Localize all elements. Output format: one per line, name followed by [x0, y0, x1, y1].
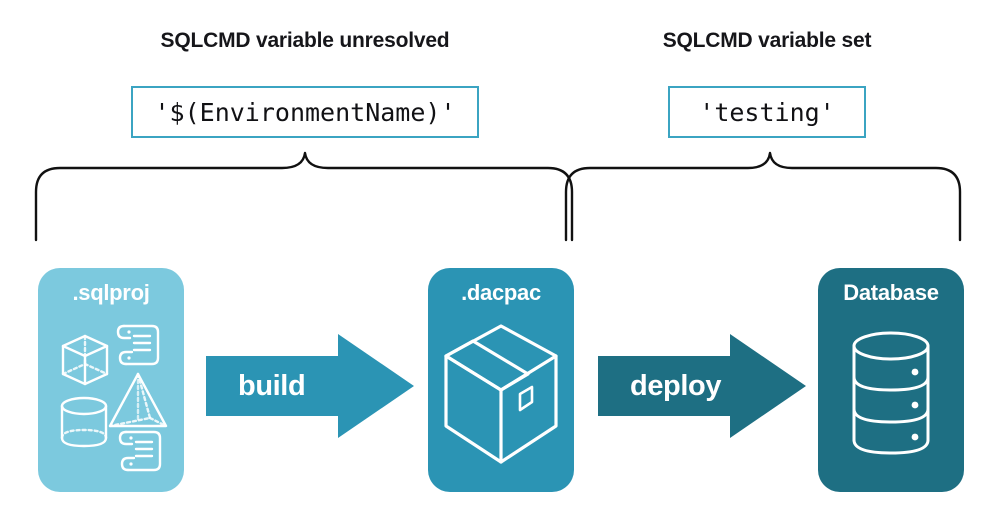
caption-sqlcmd-variable-unresolved: SQLCMD variable unresolved: [160, 29, 450, 52]
arrow-deploy: deploy: [592, 332, 812, 440]
sqlproj-artwork: [60, 324, 168, 472]
caption-sqlcmd-variable-set: SQLCMD variable set: [662, 29, 872, 52]
arrow-build-shape: [206, 334, 414, 438]
brace-left: [34, 151, 574, 242]
scroll-icon: [118, 430, 162, 472]
scroll-icon: [116, 324, 160, 366]
database-cylinder-icon: [852, 331, 930, 455]
card-database[interactable]: Database: [818, 268, 964, 492]
card-dacpac[interactable]: .dacpac: [428, 268, 574, 492]
code-box-testing: 'testing': [668, 86, 866, 138]
card-database-title: Database: [843, 280, 939, 305]
card-sqlproj[interactable]: .sqlproj: [38, 268, 184, 492]
card-dacpac-title: .dacpac: [461, 280, 541, 305]
arrow-build: build: [200, 332, 420, 440]
arrow-deploy-shape: [598, 334, 806, 438]
cylinder-icon: [60, 396, 108, 448]
card-sqlproj-title: .sqlproj: [72, 280, 150, 305]
pyramid-icon: [108, 372, 168, 428]
cube-icon: [61, 334, 109, 386]
package-box-icon: [444, 324, 558, 464]
brace-right: [564, 151, 962, 242]
code-box-environment-name: '$(EnvironmentName)': [131, 86, 479, 138]
dacpac-artwork: [444, 324, 558, 464]
database-artwork: [852, 331, 930, 455]
